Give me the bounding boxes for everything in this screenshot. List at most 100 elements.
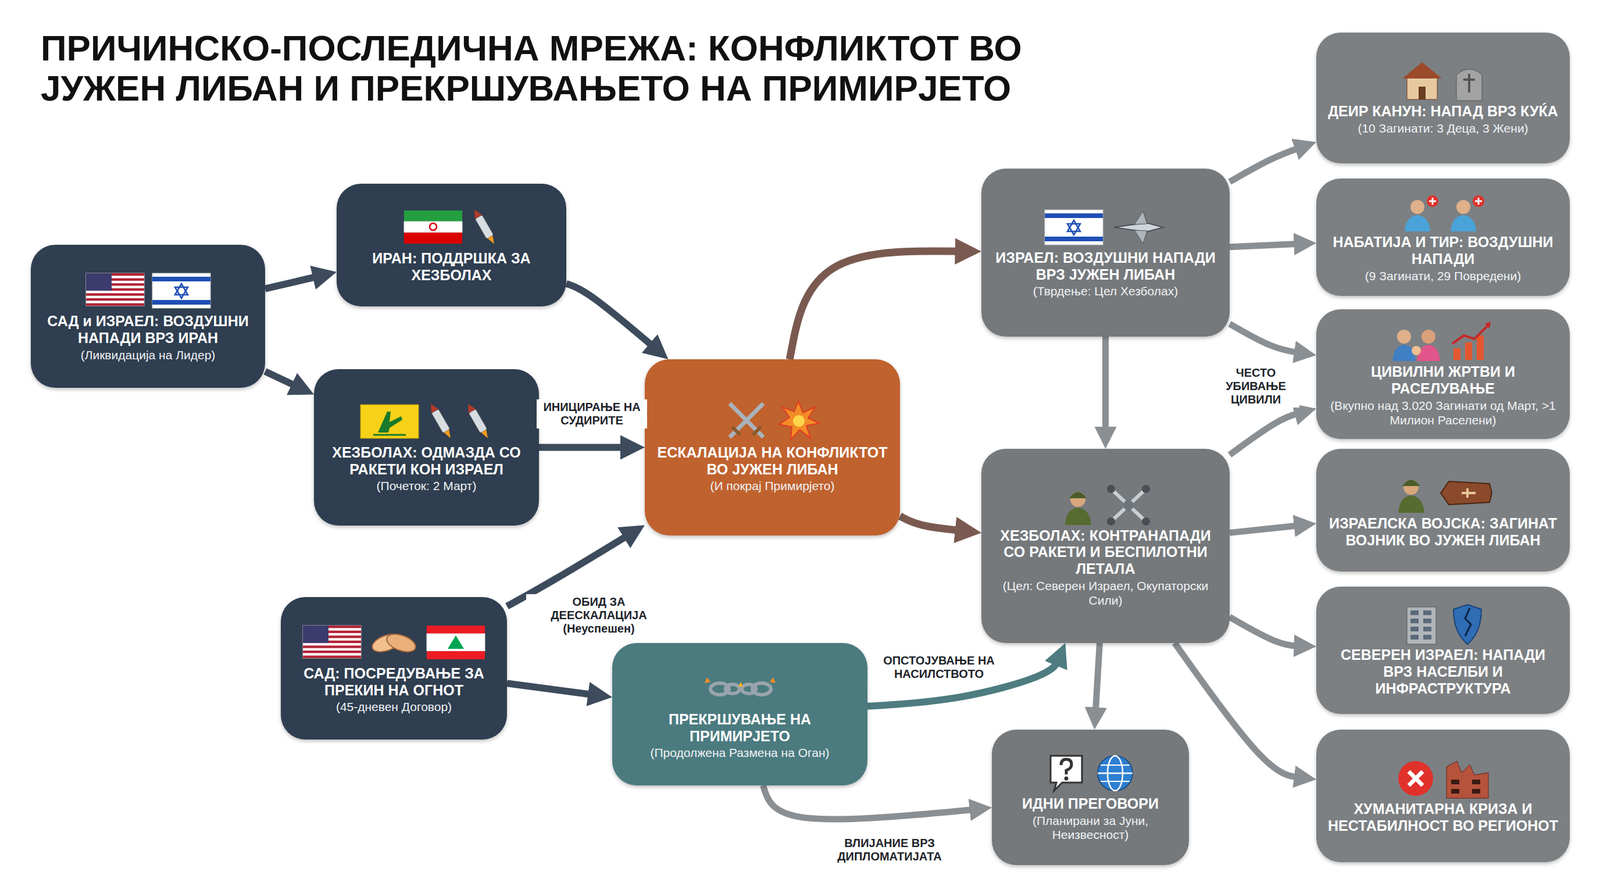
icon-part <box>1106 517 1116 526</box>
icon-group <box>1402 62 1442 100</box>
connector-arrow <box>1229 616 1301 646</box>
node-heading: ЕСКАЛАЦИЈА НА КОНФЛИКТОТ ВО ЈУЖЕН ЛИБАН <box>654 444 891 478</box>
node-heading: ДЕИР КАНУН: НАПАД ВРЗ КУЌА <box>1327 102 1559 120</box>
icon-group <box>426 625 485 660</box>
icon-part <box>779 401 820 440</box>
icon-part <box>443 429 453 440</box>
icon-part <box>86 273 112 291</box>
icon-part <box>731 426 741 435</box>
node-icons <box>1400 601 1487 647</box>
icon-part <box>426 651 485 660</box>
central-event-box: ЕСКАЛАЦИЈА НА КОНФЛИКТОТ ВО ЈУЖЕН ЛИБАН(… <box>644 359 900 536</box>
icon-part <box>474 214 494 239</box>
icon-part <box>373 433 406 436</box>
icon-part <box>725 684 740 694</box>
cause-box: ХЕЗБОЛАХ: ОДМАЗДА СО РАКЕТИ КОН ИЗРАЕЛ(П… <box>313 369 539 526</box>
icon-part <box>1456 200 1471 214</box>
icon-part <box>1476 335 1484 360</box>
icon-part <box>1440 481 1492 505</box>
icon-part <box>1453 604 1482 645</box>
node-icons <box>1398 57 1488 103</box>
icon-part <box>1097 755 1133 791</box>
icon-part <box>1451 779 1460 785</box>
icon-part <box>1397 329 1412 344</box>
node-subtext: (Продолжена Размена на Оган) <box>650 745 830 761</box>
icon-part <box>1418 86 1426 100</box>
edge-label: ВЛИЈАНИЕ ВРЗ ДИПЛОМАТИЈАТА <box>819 835 960 865</box>
icon-part <box>470 207 482 219</box>
icon-part <box>152 276 211 282</box>
icon-part <box>752 683 771 695</box>
connector-arrow <box>762 785 977 820</box>
icon-part <box>1410 626 1419 632</box>
icon-part <box>1465 608 1471 637</box>
icon-part <box>302 650 362 653</box>
node-heading: НАБАТИЈА И ТИР: ВОЗДУШНИ НАПАДИ <box>1325 233 1561 268</box>
icon-part <box>1466 488 1469 498</box>
icon-part <box>1061 759 1072 775</box>
icon-part <box>1392 344 1416 362</box>
icon-part <box>175 287 188 299</box>
connector-arrow <box>506 683 596 695</box>
connector-arrow <box>1095 643 1100 714</box>
effect-box: СЕВЕРЕН ИЗРАЕЛ: НАПАДИ ВРЗ НАСЕЛБИ И ИНФ… <box>1316 586 1570 714</box>
icon-part <box>1044 209 1103 245</box>
icon-part <box>1426 195 1439 207</box>
icon-group <box>1398 479 1425 513</box>
node-heading: САД: ПОСРЕДУВАЊЕ ЗА ПРЕКИН НА ОГНОТ <box>290 665 498 699</box>
icon-part <box>1044 236 1103 242</box>
connector-arrow <box>789 251 963 360</box>
connector-arrow <box>1229 525 1301 533</box>
cause-box: САД: ПОСРЕДУВАЊЕ ЗА ПРЕКИН НА ОГНОТ(45-д… <box>280 597 507 740</box>
node-heading: ХЕЗБОЛАХ: КОНТРАНАПАДИ СО РАКЕТИ И БЕСПИ… <box>990 527 1221 578</box>
node-icons <box>301 619 487 666</box>
icon-group <box>302 625 362 659</box>
node-subtext: (Вкупно над 3.020 Загинати од Март, >1 М… <box>1325 398 1561 428</box>
node-heading: СЕВЕРЕН ИЗРАЕЛ: НАПАДИ ВРЗ НАСЕЛБИ И ИНФ… <box>1325 646 1561 697</box>
icon-part <box>752 426 762 435</box>
icon-part <box>1406 606 1437 645</box>
node-subtext: (Планирани за Јуни, Неизвесност) <box>1001 813 1180 844</box>
icon-part <box>1453 348 1461 360</box>
icon-part <box>704 677 711 684</box>
node-heading: ИДНИ ПРЕГОВОРИ <box>1022 795 1159 813</box>
icon-part <box>1410 634 1419 640</box>
icon-group <box>1446 761 1489 799</box>
icon-part <box>1456 69 1482 101</box>
icon-part <box>729 403 764 438</box>
connector-arrow <box>566 283 656 349</box>
icon-part <box>1410 200 1425 214</box>
icon-group <box>463 401 491 441</box>
action-box: ИЗРАЕЛ: ВОЗДУШНИ НАПАДИ ВРЗ ЈУЖЕН ЛИБАН(… <box>981 168 1230 337</box>
icon-part <box>86 303 145 306</box>
icon-part <box>404 232 463 244</box>
icon-part <box>480 429 491 440</box>
edge-label: ИНИЦИРАЊЕ НА СУДИРИТЕ <box>536 399 648 429</box>
icon-group <box>1392 329 1441 362</box>
node-heading: ИРАН: ПОДДРШКА ЗА ХЕЗБОЛАХ <box>345 250 557 284</box>
icon-group <box>779 401 820 440</box>
connector-arrow <box>1229 243 1301 248</box>
node-icons <box>84 267 212 313</box>
edge-label: ОПСТОЈУВАЊЕ НА НАСИЛСТВОТО <box>869 652 1009 682</box>
connector-arrow <box>265 276 320 289</box>
effect-box: ИЗРАЕЛСКА ВОЈСКА: ЗАГИНАТ ВОЈНИК ВО ЈУЖЕ… <box>1316 448 1570 572</box>
node-subtext: (10 Загинати: 3 Деца, 3 Жени) <box>1357 121 1528 137</box>
node-heading: САД и ИЗРАЕЛ: ВОЗДУШНИ НАПАДИ ВРЗ ИРАН <box>40 312 256 347</box>
icon-part <box>404 221 463 233</box>
node-icons <box>1043 204 1168 250</box>
node-subtext: (И покрај Примирјето) <box>709 479 835 494</box>
node-icons <box>1400 188 1487 234</box>
icon-part <box>1134 230 1148 244</box>
node-icons <box>402 204 501 250</box>
icon-part <box>1111 488 1146 522</box>
icon-part <box>1063 776 1069 781</box>
node-icons <box>1044 750 1137 796</box>
connector-arrow <box>265 371 299 388</box>
icon-part <box>1484 321 1491 329</box>
icon-group <box>1065 491 1092 525</box>
effect-box: ЦИВИЛНИ ЖРТВИ И РАСЕЛУВАЊЕ(Вкупно над 3.… <box>1316 309 1570 439</box>
icon-part <box>302 645 362 648</box>
icon-part <box>1106 484 1116 494</box>
icon-part <box>468 408 487 434</box>
